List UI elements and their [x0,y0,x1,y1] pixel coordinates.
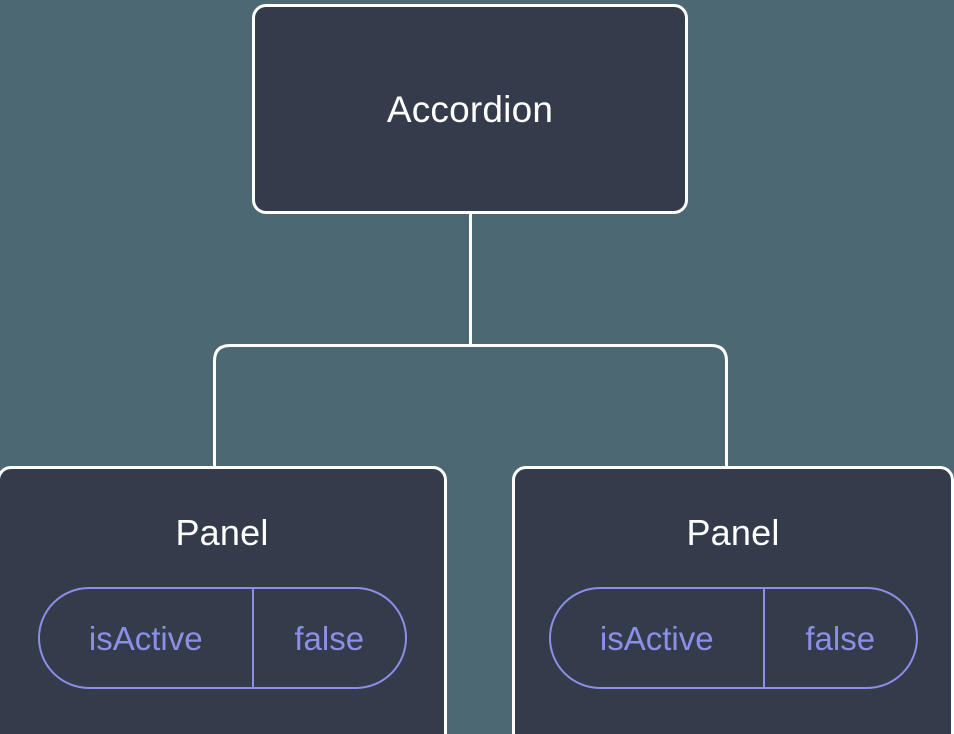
state-pill-panel-2-key: isActive [599,619,714,657]
node-panel-1-title: Panel [175,512,269,553]
state-pill-panel-2-value: false [762,589,916,687]
node-accordion[interactable]: Accordion [252,4,688,214]
edge-bus-to-panel-left [213,344,471,470]
state-pill-panel-1-key: isActive [88,619,203,657]
state-pill-panel-1-value: false [251,589,405,687]
node-accordion-title: Accordion [386,88,554,130]
node-panel-2-title: Panel [686,512,780,553]
node-panel-1[interactable]: Panel isActive false [0,466,447,734]
node-panel-2[interactable]: Panel isActive false [512,466,954,734]
state-pill-panel-2[interactable]: isActive false [548,587,918,689]
state-pill-panel-1[interactable]: isActive false [37,587,407,689]
edge-bus-to-panel-right [470,344,728,470]
